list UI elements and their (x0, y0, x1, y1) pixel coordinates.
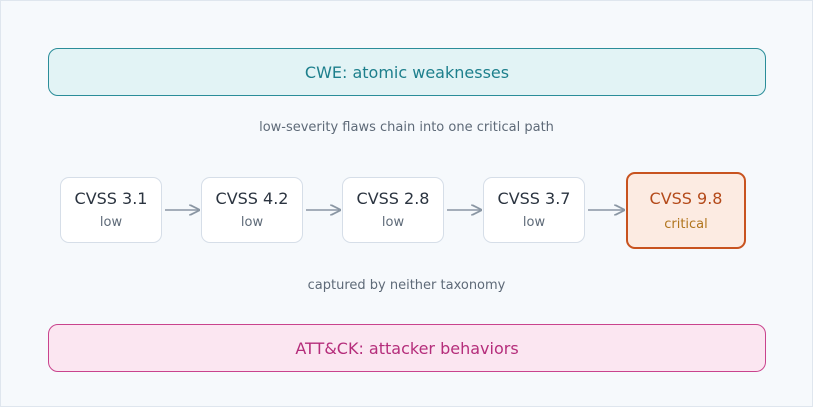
node-severity: low (99, 215, 123, 230)
node-severity: critical (664, 216, 708, 232)
attack-band-label: ATT&CK: attacker behaviors (295, 338, 519, 358)
chain-node-3: CVSS 2.8 low (342, 177, 444, 243)
chain-node-4: CVSS 3.7 low (483, 177, 585, 243)
node-severity: low (381, 215, 405, 230)
node-score: CVSS 9.8 (649, 188, 723, 208)
cwe-band-label: CWE: atomic weaknesses (304, 62, 510, 82)
chain-node-2: CVSS 4.2 low (201, 177, 303, 243)
node-score: CVSS 2.8 (356, 189, 430, 208)
node-score: CVSS 3.7 (497, 189, 571, 208)
attack-band: ATT&CK: attacker behaviors (48, 324, 766, 372)
node-severity: low (240, 215, 264, 230)
chain-node-1: CVSS 3.1 low (60, 177, 162, 243)
chain-node-critical: CVSS 9.8 critical (626, 172, 746, 249)
node-score: CVSS 4.2 (215, 189, 289, 208)
chain-caption: low-severity flaws chain into one critic… (259, 120, 554, 135)
node-severity: low (522, 215, 546, 230)
cwe-band: CWE: atomic weaknesses (48, 48, 766, 96)
node-score: CVSS 3.1 (74, 189, 148, 208)
gap-caption: captured by neither taxonomy (307, 278, 506, 293)
